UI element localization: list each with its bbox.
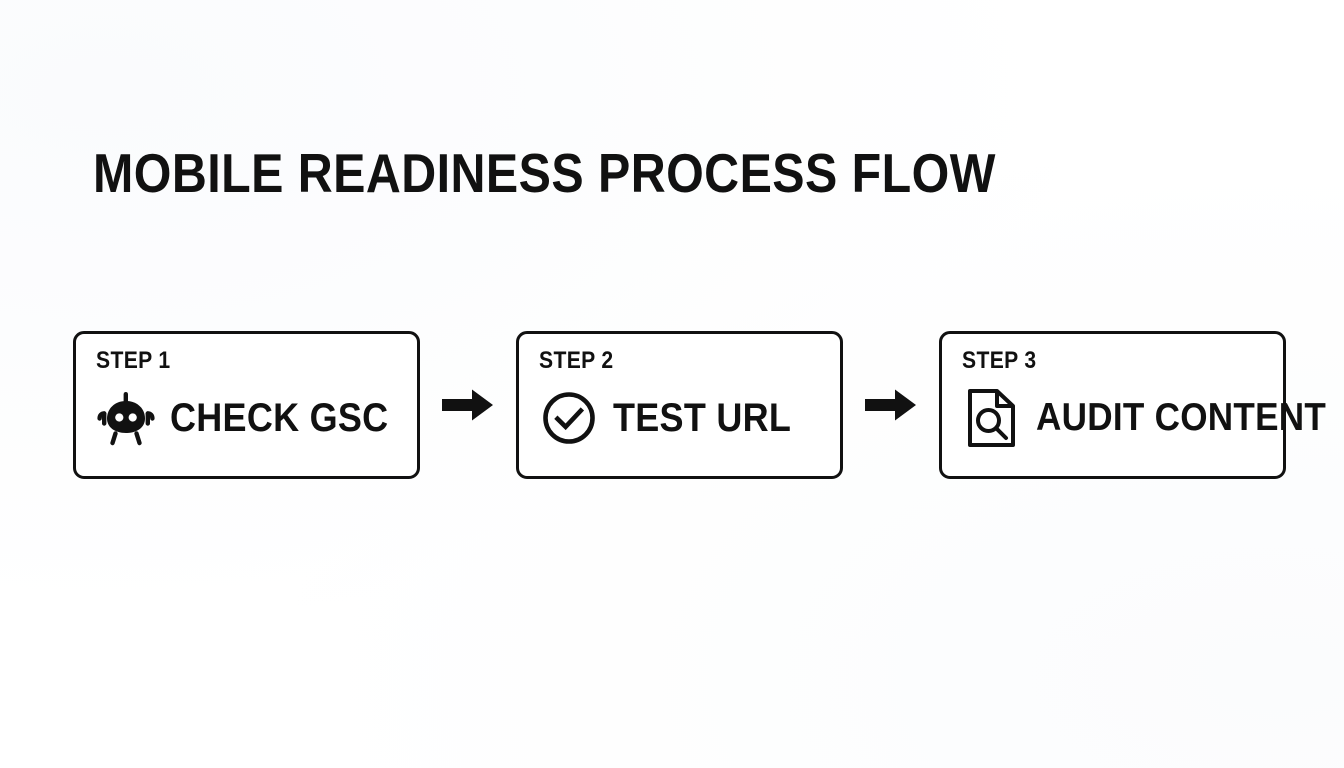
- page-title: MOBILE READINESS PROCESS FLOW: [93, 142, 996, 204]
- step-number-label-2: STEP 2: [539, 347, 614, 374]
- step-number-label-1: STEP 1: [96, 347, 171, 374]
- document-search-icon: [962, 388, 1022, 448]
- step-number-label-3: STEP 3: [962, 347, 1037, 374]
- check-circle-icon: [539, 388, 599, 448]
- arrow-right-icon-1: [420, 385, 516, 425]
- step-title-3: AUDIT CONTENT: [1036, 396, 1327, 439]
- step-title-1: CHECK GSC: [170, 396, 389, 440]
- process-step-card-3[interactable]: STEP 3 AUDIT CONTENT: [939, 331, 1326, 479]
- process-step-card-2[interactable]: STEP 2 TEST URL: [516, 331, 843, 479]
- arrow-right-icon-2: [843, 385, 939, 425]
- crawler-bot-icon: [96, 388, 156, 448]
- step-card-body-3: AUDIT CONTENT: [962, 382, 1326, 454]
- step-title-2: TEST URL: [613, 396, 792, 440]
- step-card-body-1: CHECK GSC: [96, 382, 403, 454]
- step-card-body-2: TEST URL: [539, 382, 826, 454]
- process-step-card-1[interactable]: STEP 1: [73, 331, 420, 479]
- process-flow-diagram: STEP 1: [73, 331, 1326, 479]
